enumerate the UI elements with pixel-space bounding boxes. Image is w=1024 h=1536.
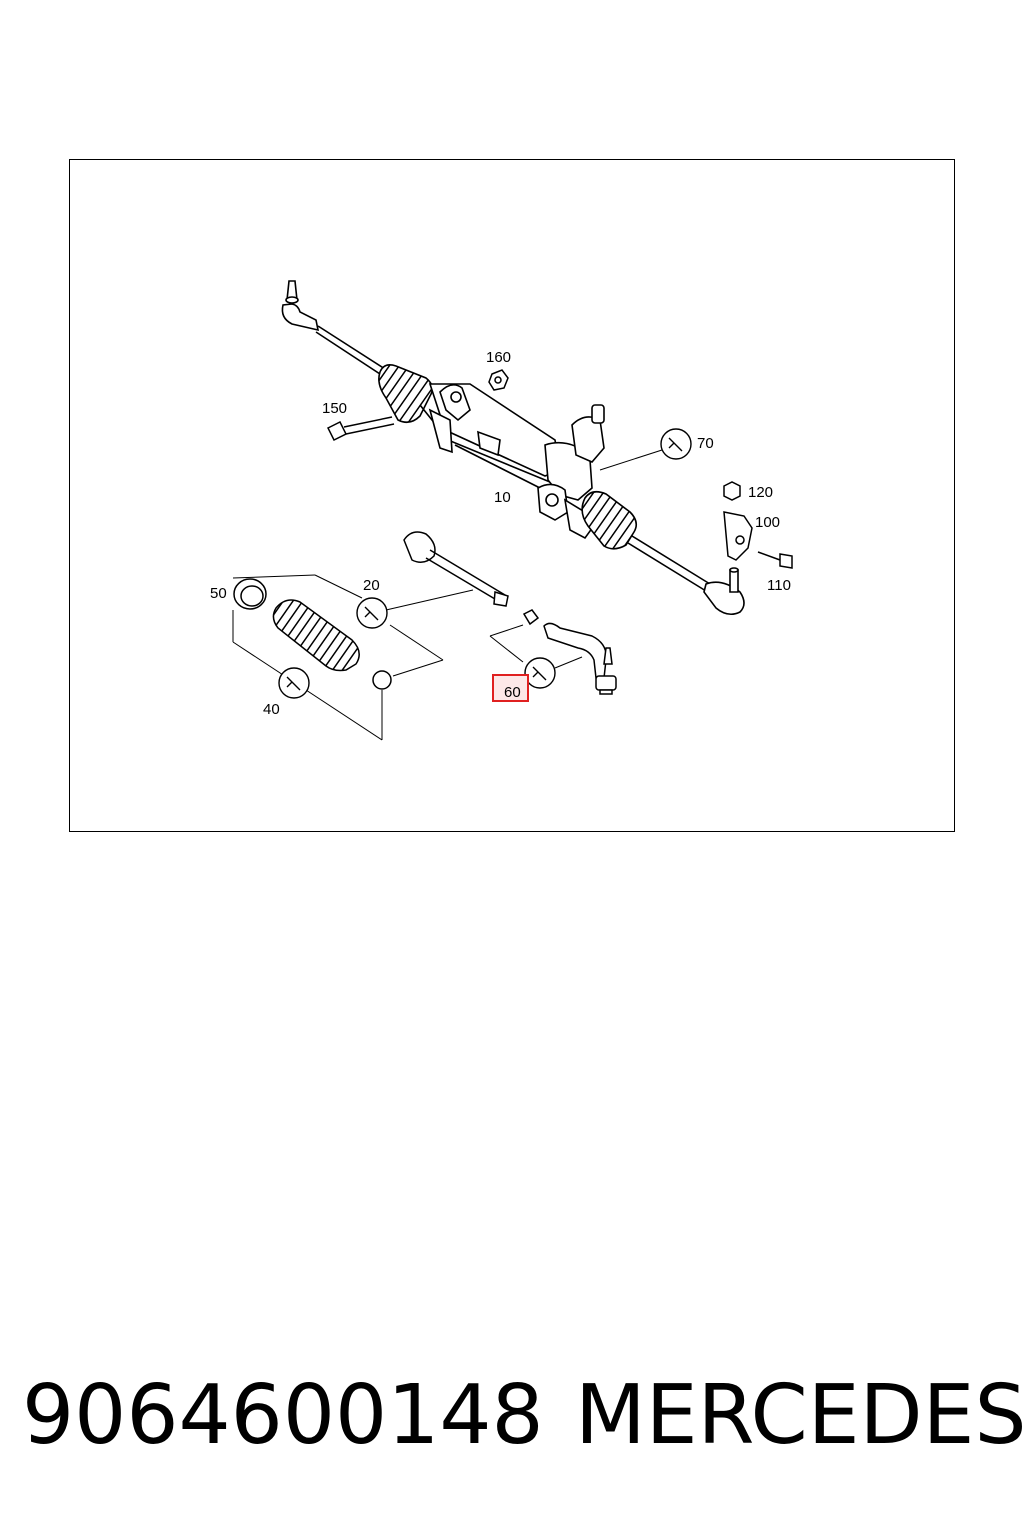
callout-10: 10 (494, 489, 511, 506)
diagram-frame (69, 159, 955, 832)
callout-160: 160 (486, 349, 511, 366)
callout-150: 150 (322, 400, 347, 417)
part-caption: 9064600148 MERCEDES (20, 1368, 1024, 1478)
highlight-box-60 (492, 674, 529, 702)
callout-70: 70 (697, 435, 714, 452)
wrench-icon (278, 667, 310, 699)
callout-60: 60 (504, 684, 521, 701)
callout-120: 120 (748, 484, 773, 501)
wrench-icon (356, 597, 388, 629)
callout-labels: 10 20 40 50 60 70 100 110 120 150 160 (210, 349, 791, 718)
wrench-icons (278, 428, 692, 699)
part-number: 9064600148 (22, 1368, 544, 1463)
brand-name: MERCEDES (575, 1368, 1024, 1463)
callout-110: 110 (767, 577, 791, 594)
callout-40: 40 (263, 701, 280, 718)
wrench-icon (524, 657, 556, 689)
callout-50: 50 (210, 585, 227, 602)
wrench-icon (660, 428, 692, 460)
callout-20: 20 (363, 577, 380, 594)
callout-100: 100 (755, 514, 780, 531)
steering-gear-assembly (281, 280, 745, 616)
hardware-parts (233, 369, 793, 695)
